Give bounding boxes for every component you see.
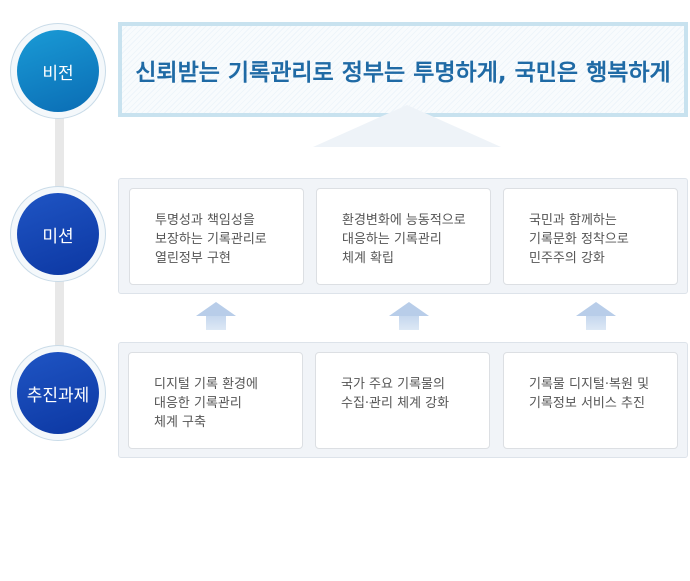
mission-item: 환경변화에 능동적으로 대응하는 기록관리 체계 확립 <box>316 188 491 285</box>
mission-circle: 미션 <box>10 186 106 282</box>
mission-item: 투명성과 책임성을 보장하는 기록관리로 열린정부 구현 <box>129 188 304 285</box>
up-arrow-icon <box>576 302 616 330</box>
up-arrow-icon <box>196 302 236 330</box>
vision-pointer <box>313 105 501 147</box>
mission-item: 국민과 함께하는 기록문화 정착으로 민주주의 강화 <box>503 188 678 285</box>
mission-panel: 투명성과 책임성을 보장하는 기록관리로 열린정부 구현 환경변화에 능동적으로… <box>118 178 688 294</box>
tasks-circle: 추진과제 <box>10 345 106 441</box>
vision-statement: 신뢰받는 기록관리로 정부는 투명하게, 국민은 행복하게 <box>118 22 688 117</box>
tasks-label: 추진과제 <box>17 352 99 434</box>
vision-circle: 비전 <box>10 23 106 119</box>
up-arrow-icon <box>389 302 429 330</box>
task-item: 기록물 디지털·복원 및 기록정보 서비스 추진 <box>503 352 678 449</box>
vision-label: 비전 <box>17 30 99 112</box>
mission-label: 미션 <box>17 193 99 275</box>
task-item: 디지털 기록 환경에 대응한 기록관리 체계 구축 <box>128 352 303 449</box>
task-item: 국가 주요 기록물의 수집·관리 체계 강화 <box>315 352 490 449</box>
tasks-panel: 디지털 기록 환경에 대응한 기록관리 체계 구축 국가 주요 기록물의 수집·… <box>118 342 688 458</box>
